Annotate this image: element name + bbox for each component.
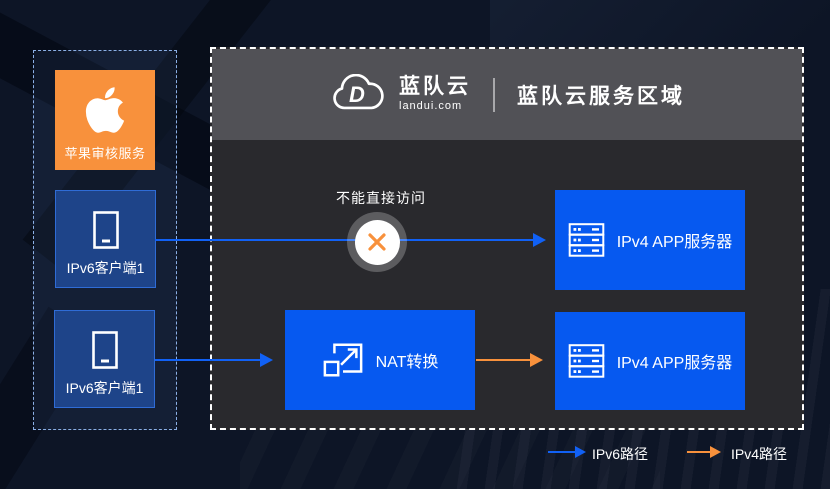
logo-letter: D xyxy=(349,81,365,107)
node-label: NAT转换 xyxy=(375,354,439,371)
mobile-device-icon xyxy=(56,211,155,249)
legend-ipv6-line xyxy=(548,451,575,453)
legend-ipv4-line xyxy=(687,451,710,453)
landui-cloud-logo-icon: D xyxy=(329,73,385,116)
legend-ipv4-arrowhead xyxy=(710,446,721,458)
ipv4-app-server-node-top: IPv4 APP服务器 xyxy=(555,190,745,290)
ipv6-client-node-2: IPv6客户端1 xyxy=(54,310,155,408)
ipv4-app-server-node-bottom: IPv4 APP服务器 xyxy=(555,312,745,410)
node-label: IPv4 APP服务器 xyxy=(616,234,733,251)
apple-logo-icon xyxy=(55,84,155,136)
service-area-title: 蓝队云服务区域 xyxy=(517,84,685,108)
ipv4-flow-line xyxy=(476,359,530,361)
cross-icon xyxy=(368,233,386,251)
brand-block: 蓝队云 landui.com xyxy=(399,76,471,113)
brand-domain: landui.com xyxy=(399,100,463,113)
blocked-cross-badge xyxy=(354,219,400,265)
apple-service-label: 苹果审核服务 xyxy=(64,146,146,161)
node-label: IPv4 APP服务器 xyxy=(616,355,733,372)
header-divider xyxy=(493,77,495,112)
legend-ipv6-label: IPv6路径 xyxy=(592,446,649,462)
blocked-ring xyxy=(347,212,407,272)
legend-ipv4-label: IPv4路径 xyxy=(731,446,788,462)
server-rack-icon xyxy=(568,344,604,378)
ipv6-client-label: IPv6客户端1 xyxy=(66,260,145,276)
ipv6-flow-arrowhead xyxy=(533,233,546,247)
mobile-device-icon xyxy=(55,331,154,369)
nat-conversion-node: NAT转换 xyxy=(285,310,475,410)
ipv6-flow-line-nat xyxy=(155,359,260,361)
brand-name: 蓝队云 xyxy=(399,75,471,99)
service-area-header: D 蓝队云 landui.com 蓝队云服务区域 xyxy=(212,49,802,140)
ipv4-flow-arrowhead xyxy=(530,353,543,367)
legend-ipv6-arrowhead xyxy=(575,446,586,458)
server-rack-icon xyxy=(568,223,604,257)
ipv6-client-node-1: IPv6客户端1 xyxy=(55,190,156,288)
apple-review-service-node: 苹果审核服务 xyxy=(55,70,155,170)
ipv6-flow-arrowhead xyxy=(260,353,273,367)
ipv6-client-label: IPv6客户端1 xyxy=(65,380,144,396)
ipv6-flow-line-blocked xyxy=(155,239,533,241)
blocked-note: 不能直接访问 xyxy=(336,190,426,206)
nat-resize-icon xyxy=(323,343,362,377)
